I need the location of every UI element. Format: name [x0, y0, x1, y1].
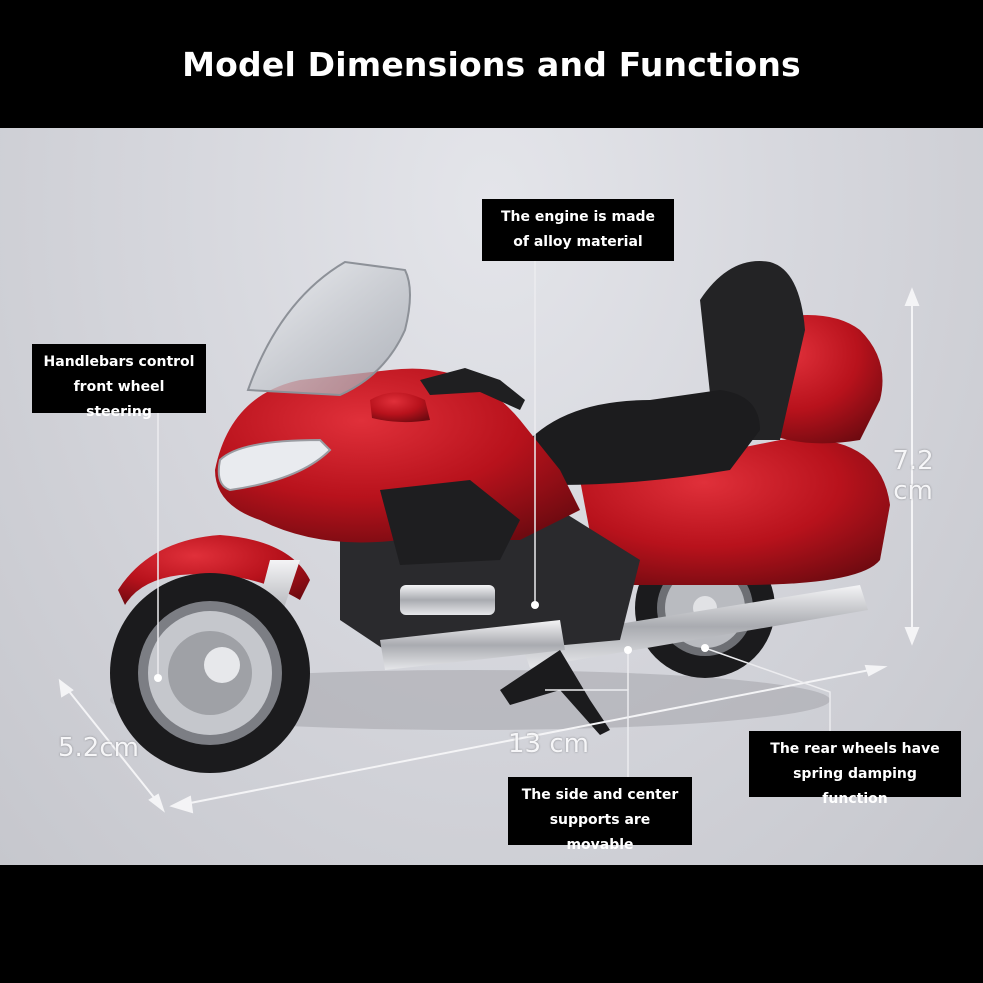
- height-dimension-label: 7.2 cm: [889, 446, 937, 506]
- center-stand: [500, 650, 610, 735]
- callout-supports: The side and center supports are movable: [508, 777, 692, 853]
- front-fender: [118, 535, 310, 605]
- callout-handlebars-text: Handlebars control front wheel steering: [43, 354, 195, 420]
- callout-supports-text: The side and center supports are movable: [521, 787, 679, 853]
- length-dimension-arrow: [169, 664, 888, 814]
- mirror: [370, 392, 430, 423]
- callout-engine-text: The engine is made of alloy material: [500, 209, 656, 250]
- length-dimension-label: 13 cm: [508, 729, 589, 759]
- leader-dots: [154, 601, 709, 682]
- handlebar: [420, 368, 525, 410]
- leader-lines: [157, 258, 831, 778]
- callout-handlebars: Handlebars control front wheel steering: [32, 344, 206, 420]
- exhaust-pipe: [520, 585, 868, 668]
- callout-rear-wheels: The rear wheels have spring damping func…: [749, 731, 961, 807]
- width-dimension-arrow: [58, 678, 165, 813]
- footer-bar: [0, 865, 983, 983]
- callout-engine: The engine is made of alloy material: [482, 199, 674, 261]
- seat: [520, 390, 760, 485]
- height-value: 7.2: [892, 446, 934, 476]
- front-wheel: [110, 573, 310, 773]
- width-dimension-label: 5.2cm: [58, 733, 139, 763]
- page-title: Model Dimensions and Functions: [182, 44, 801, 84]
- headlight: [217, 438, 332, 492]
- callout-rear-wheels-text: The rear wheels have spring damping func…: [770, 741, 940, 807]
- height-unit: cm: [893, 476, 933, 506]
- windscreen: [246, 260, 411, 397]
- side-panel: [380, 480, 520, 565]
- height-dimension-arrow: [904, 287, 920, 646]
- header-bar: Model Dimensions and Functions: [0, 0, 983, 128]
